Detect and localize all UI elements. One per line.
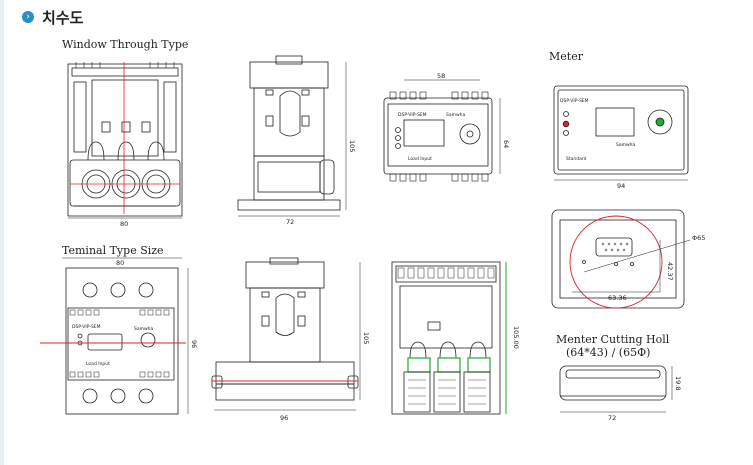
terminal-front-load: Load Input bbox=[86, 361, 110, 367]
green-terminal-2 bbox=[437, 357, 461, 373]
dim-cut-diameter: Φ65 bbox=[692, 234, 705, 242]
label-meter: Meter bbox=[549, 50, 583, 63]
top-view-load-label: Load Input bbox=[408, 156, 432, 162]
section-title: 치수도 bbox=[42, 8, 84, 27]
green-button-icon bbox=[655, 117, 665, 127]
terminal-side-view: 96 105 bbox=[211, 257, 370, 422]
terminal-rear-view: 105.00 bbox=[391, 261, 520, 415]
label-cutting-dims: (64*43) / (65Φ) bbox=[566, 346, 651, 359]
green-terminal-3 bbox=[467, 357, 491, 373]
dim-wt-front-width: 80 bbox=[120, 220, 128, 228]
terminal-front-model: DSP-VIP-SEM bbox=[72, 324, 101, 330]
window-through-front-view: 80 bbox=[67, 62, 183, 228]
dim-wt-side-width: 72 bbox=[286, 218, 294, 226]
meter-series: Standard bbox=[566, 156, 587, 162]
dim-holl-width: 72 bbox=[608, 414, 616, 422]
section-header: › 치수도 bbox=[22, 6, 83, 28]
dim-tt-front-width: 80 bbox=[116, 259, 124, 267]
top-view-brand: Samwha bbox=[446, 112, 466, 118]
dim-cut-height: 42.37 bbox=[666, 262, 674, 281]
meter-cutout-view: 63.36 42.37 Φ65 bbox=[551, 209, 705, 309]
dim-wt-top-width: 58 bbox=[437, 72, 445, 80]
top-view-model: DSP-VIP-SEM bbox=[398, 112, 427, 118]
meter-front-view: DSP-VIP-SEM Samwha Standard 94 bbox=[553, 85, 689, 190]
cutting-holl-side-view: 72 19.8 bbox=[559, 365, 682, 422]
dim-tt-side-width: 96 bbox=[280, 414, 288, 422]
left-margin-strip bbox=[0, 0, 4, 465]
red-cutout-circle bbox=[569, 215, 663, 309]
label-terminal-type-size: Teminal Type Size bbox=[62, 244, 164, 257]
dim-cut-width: 63.36 bbox=[608, 294, 627, 302]
window-through-top-view: 58 DSP-VIP-SEM Samwha Load Input 64 bbox=[383, 72, 510, 182]
red-indicator-icon bbox=[562, 120, 570, 128]
label-cutting-holl: Menter Cutting Holl bbox=[556, 333, 670, 346]
window-through-side-view: 72 105 bbox=[237, 55, 356, 226]
chevron-right-icon: › bbox=[22, 11, 34, 23]
green-terminal-1 bbox=[407, 357, 431, 373]
dim-holl-height: 19.8 bbox=[674, 376, 682, 390]
terminal-front-brand: Samwha bbox=[134, 326, 154, 332]
dim-wt-side-height: 105 bbox=[348, 140, 356, 152]
dim-meter-width: 94 bbox=[617, 182, 625, 190]
terminal-front-view: 80 DSP-VIP-SEM Samwha Load Input 96 bbox=[40, 257, 198, 415]
label-window-through-type: Window Through Type bbox=[62, 38, 189, 51]
meter-model: DSP-VIP-SEM bbox=[560, 98, 589, 104]
dim-tt-side-height: 105 bbox=[362, 332, 370, 344]
dim-tt-front-height: 96 bbox=[190, 340, 198, 348]
meter-brand: Samwha bbox=[616, 142, 636, 148]
dim-wt-top-height: 64 bbox=[502, 140, 510, 148]
dim-tt-term-height: 105.00 bbox=[512, 326, 520, 349]
